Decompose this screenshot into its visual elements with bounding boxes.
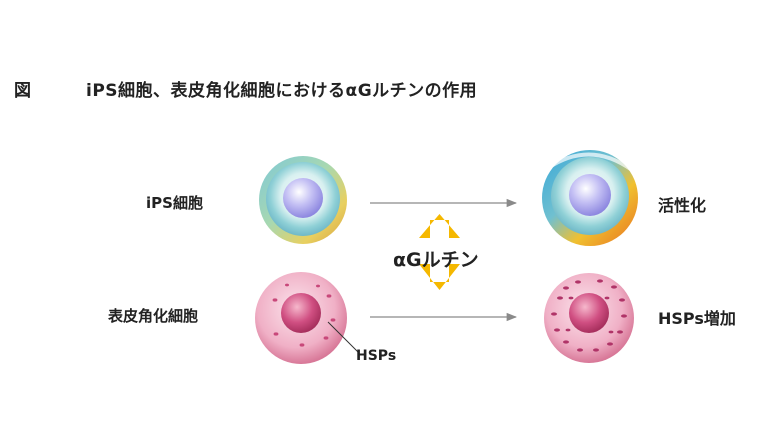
ips-cell	[259, 156, 347, 244]
up-arrow-icon	[419, 214, 460, 238]
label-keratinocyte: 表皮角化細胞	[108, 307, 199, 325]
keratinocyte-cell	[255, 272, 347, 364]
down-arrow-icon	[419, 264, 460, 290]
label-activation: 活性化	[658, 196, 707, 215]
label-ips-cell: iPS細胞	[146, 194, 203, 212]
keratinocyte-hsps-increased-cell	[544, 273, 634, 363]
activated-ips-cell	[542, 150, 638, 246]
label-alpha-g-rutin: αGルチン	[393, 249, 479, 271]
figure-title: iPS細胞、表皮角化細胞におけるαGルチンの作用	[86, 81, 478, 101]
figure-label: 図	[14, 81, 32, 101]
label-hsps-pointer: HSPs	[356, 348, 397, 364]
label-hsps-increase: HSPs増加	[658, 309, 736, 328]
hsps-pointer-line	[327, 321, 359, 353]
